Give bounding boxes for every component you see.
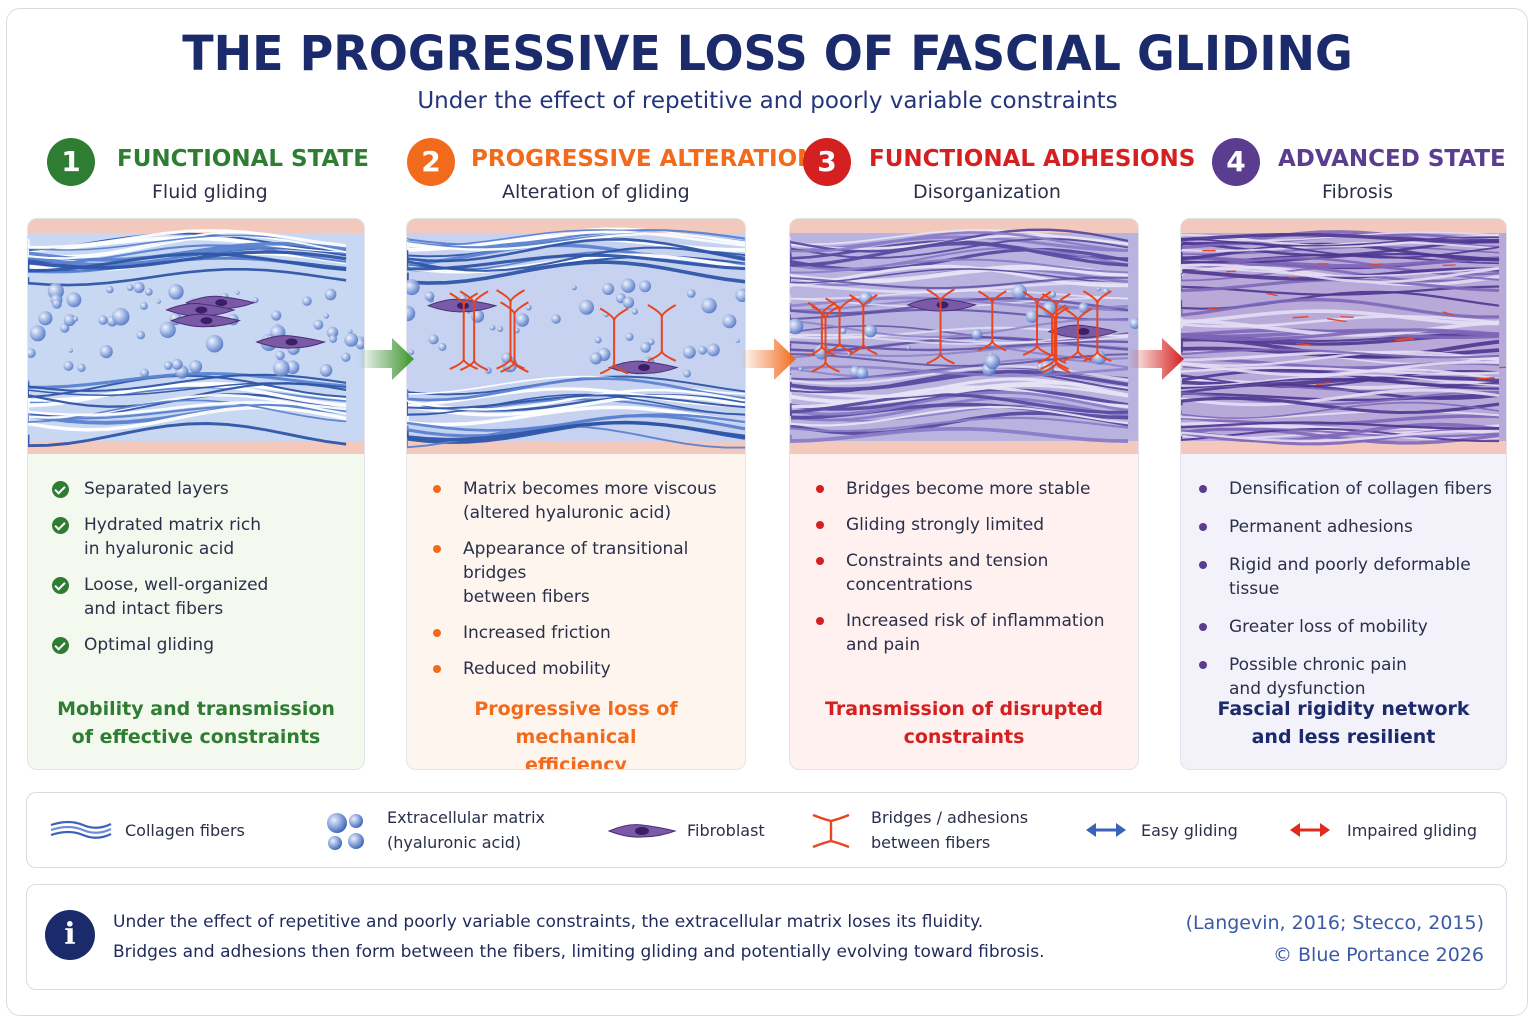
fibroblast-icon — [607, 824, 677, 838]
check-icon — [52, 577, 69, 594]
stage-4-card: Densification of collagen fibers Permane… — [1180, 218, 1507, 770]
info-text: Under the effect of repetitive and poorl… — [113, 912, 1045, 962]
bullet-dot-icon — [1199, 661, 1207, 669]
legend-item-bridges: Bridges / adhesions between fibers — [809, 793, 1049, 869]
stage-4-conclusion: Fascial rigidity network and less resili… — [1217, 698, 1470, 748]
page-subtitle: Under the effect of repetitive and poorl… — [417, 88, 1118, 114]
stage-4-subtitle: Fibrosis — [1322, 181, 1393, 203]
impaired-gliding-icon — [1290, 823, 1330, 837]
stage-4-list: Densification of collagen fibers Permane… — [1195, 477, 1492, 715]
list-item: Hydrated matrix rich in hyaluronic acid — [50, 513, 350, 561]
info-icon: i — [45, 910, 95, 960]
info-box: i Under the effect of repetitive and poo… — [26, 884, 1507, 990]
stage-3-list: Bridges become more stable Gliding stron… — [812, 477, 1124, 669]
bullet-dot-icon — [1199, 523, 1207, 531]
list-item: Bridges become more stable — [812, 477, 1124, 501]
stage-4-number: 4 — [1212, 138, 1260, 186]
stage-1-title: FUNCTIONAL STATE — [117, 146, 369, 172]
list-item: Matrix becomes more viscous (altered hya… — [429, 477, 731, 525]
bullet-dot-icon — [433, 545, 441, 553]
stage-2-card: Matrix becomes more viscous (altered hya… — [406, 218, 746, 770]
list-item: Possible chronic pain and dysfunction — [1195, 653, 1492, 701]
stage-4-title: ADVANCED STATE — [1278, 146, 1506, 172]
list-item: Densification of collagen fibers — [1195, 477, 1492, 501]
legend: Collagen fibers Extracellular matrix (hy… — [26, 792, 1507, 868]
stage-3-number: 3 — [803, 138, 851, 186]
stage-3-title: FUNCTIONAL ADHESIONS — [869, 146, 1196, 172]
legend-item-impaired-gliding: Impaired gliding — [1289, 793, 1489, 869]
stage-1-header: 1 FUNCTIONAL STATE Fluid gliding — [47, 138, 377, 208]
stage-2-list: Matrix becomes more viscous (altered hya… — [429, 477, 731, 693]
page-title: THE PROGRESSIVE LOSS OF FASCIAL GLIDING — [182, 24, 1353, 82]
list-item: Greater loss of mobility — [1195, 615, 1492, 639]
check-icon — [52, 637, 69, 654]
stage-2-tissue-illustration — [407, 219, 745, 454]
bullet-dot-icon — [816, 521, 824, 529]
bullet-dot-icon — [816, 485, 824, 493]
legend-item-fibroblast: Fibroblast — [607, 793, 807, 869]
stage-2-conclusion: Progressive loss of mechanical efficienc… — [474, 698, 678, 770]
info-reference-block: (Langevin, 2016; Stecco, 2015) © Blue Po… — [1186, 907, 1484, 971]
stage-2-title: PROGRESSIVE ALTERATION — [471, 146, 817, 172]
stage-2-header: 2 PROGRESSIVE ALTERATION Alteration of g… — [407, 138, 816, 208]
stage-1-tissue-illustration — [28, 219, 364, 454]
stage-3-conclusion: Transmission of disrupted constraints — [825, 698, 1103, 748]
info-copyright: © Blue Portance 2026 — [1272, 944, 1484, 966]
list-item: Appearance of transitional bridges betwe… — [429, 537, 731, 609]
legend-item-collagen: Collagen fibers — [49, 793, 289, 869]
stage-3-subtitle: Disorganization — [913, 181, 1061, 203]
list-item: Constraints and tension concentrations — [812, 549, 1124, 597]
stage-4-tissue-illustration — [1181, 219, 1506, 454]
arrow-right-icon — [740, 338, 796, 380]
list-item: Increased friction — [429, 621, 731, 645]
stage-2-subtitle: Alteration of gliding — [502, 181, 690, 203]
arrow-right-icon — [358, 338, 414, 380]
list-item: Rigid and poorly deformable tissue — [1195, 553, 1492, 601]
check-icon — [52, 481, 69, 498]
stage-2-number: 2 — [407, 138, 455, 186]
easy-gliding-icon — [1086, 823, 1126, 837]
bullet-dot-icon — [1199, 485, 1207, 493]
list-item: Separated layers — [50, 477, 350, 501]
list-item: Optimal gliding — [50, 633, 350, 657]
bridge-adhesion-icon — [812, 813, 850, 849]
collagen-fibers-icon — [50, 820, 112, 839]
bullet-dot-icon — [433, 629, 441, 637]
list-item: Loose, well-organized and intact fibers — [50, 573, 350, 621]
list-item: Gliding strongly limited — [812, 513, 1124, 537]
stage-3-header: 3 FUNCTIONAL ADHESIONS Disorganization — [803, 138, 1195, 208]
list-item: Increased risk of inflammation and pain — [812, 609, 1124, 657]
stage-3-tissue-illustration — [790, 219, 1138, 454]
extracellular-matrix-icon — [327, 813, 364, 850]
bullet-dot-icon — [1199, 623, 1207, 631]
legend-item-easy-gliding: Easy gliding — [1085, 793, 1265, 869]
info-reference: (Langevin, 2016; Stecco, 2015) — [1185, 912, 1484, 934]
stage-1-subtitle: Fluid gliding — [152, 181, 268, 203]
arrow-right-icon — [1128, 338, 1184, 380]
list-item: Reduced mobility — [429, 657, 731, 681]
bullet-dot-icon — [433, 665, 441, 673]
stage-1-number: 1 — [47, 138, 95, 186]
bullet-dot-icon — [433, 485, 441, 493]
stage-1-list: Separated layers Hydrated matrix rich in… — [50, 477, 350, 669]
stage-3-card: Bridges become more stable Gliding stron… — [789, 218, 1139, 770]
stage-4-header: 4 ADVANCED STATE Fibrosis — [1212, 138, 1506, 208]
list-item: Permanent adhesions — [1195, 515, 1492, 539]
bullet-dot-icon — [816, 557, 824, 565]
check-icon — [52, 517, 69, 534]
stage-1-conclusion: Mobility and transmission of effective c… — [57, 698, 335, 748]
bullet-dot-icon — [1199, 561, 1207, 569]
bullet-dot-icon — [816, 617, 824, 625]
stage-1-card: Separated layers Hydrated matrix rich in… — [27, 218, 365, 770]
legend-item-matrix: Extracellular matrix (hyaluronic acid) — [323, 793, 563, 869]
